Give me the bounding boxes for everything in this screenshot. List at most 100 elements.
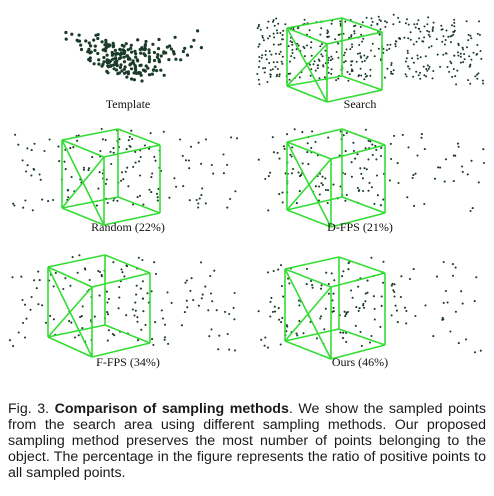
point (363, 167, 366, 170)
point (291, 146, 294, 149)
point (257, 25, 260, 28)
point (409, 38, 412, 41)
point (181, 154, 184, 157)
point (129, 67, 134, 71)
point (266, 26, 269, 29)
point (454, 310, 457, 313)
point (439, 65, 442, 68)
point (449, 60, 452, 63)
point (453, 54, 456, 57)
point-cloud-template (64, 29, 203, 83)
point (456, 142, 460, 145)
point (267, 209, 270, 212)
point (182, 185, 185, 188)
point (422, 65, 425, 68)
point (470, 58, 473, 61)
point (173, 177, 176, 180)
point (136, 316, 139, 319)
point (399, 295, 402, 299)
point (261, 36, 264, 39)
point (354, 324, 357, 327)
point (105, 45, 109, 49)
point (480, 57, 483, 60)
point (257, 66, 260, 68)
point (38, 173, 41, 176)
point (350, 289, 353, 292)
point (184, 281, 187, 284)
point (449, 41, 452, 44)
point (396, 321, 399, 324)
point (379, 204, 382, 207)
point (204, 138, 208, 141)
point (453, 25, 456, 28)
point (126, 166, 129, 169)
point (166, 291, 169, 294)
point (320, 43, 323, 46)
point (110, 53, 114, 57)
point (347, 268, 350, 271)
point (350, 34, 353, 37)
point (327, 282, 330, 286)
point (321, 175, 324, 178)
point (474, 75, 477, 78)
point (271, 136, 274, 139)
point (358, 74, 360, 77)
point (320, 53, 323, 56)
point (365, 168, 368, 171)
point (33, 168, 36, 171)
point (257, 158, 260, 161)
point (388, 179, 391, 182)
point (154, 272, 158, 276)
point (258, 43, 261, 46)
point (174, 57, 178, 61)
point (390, 72, 393, 75)
point (343, 54, 345, 57)
point (111, 332, 114, 336)
point (276, 32, 279, 35)
point (297, 171, 300, 174)
point (270, 296, 273, 299)
point (425, 75, 428, 78)
point (365, 75, 367, 78)
point (80, 315, 83, 318)
point (155, 69, 159, 73)
point (386, 43, 389, 46)
point (318, 193, 321, 196)
panel-label-random: Random (22%) (91, 220, 165, 234)
point (277, 22, 280, 25)
point (362, 306, 366, 309)
point (393, 290, 396, 294)
point (297, 44, 300, 47)
point (281, 201, 284, 204)
point (269, 75, 272, 78)
point (162, 50, 166, 54)
point (78, 254, 81, 257)
point (478, 20, 480, 23)
point (361, 177, 364, 180)
point (280, 284, 283, 288)
point (356, 186, 359, 190)
point (417, 27, 420, 30)
point (189, 45, 193, 49)
point (311, 284, 314, 287)
point (113, 48, 117, 53)
point (416, 54, 419, 57)
point (463, 58, 466, 61)
point (303, 18, 306, 21)
point (412, 43, 415, 46)
point (154, 159, 157, 162)
point (57, 145, 60, 148)
point (329, 59, 332, 62)
point (144, 39, 148, 44)
point (81, 327, 84, 330)
point (359, 330, 362, 333)
point (256, 73, 259, 75)
point (444, 289, 447, 293)
point (326, 35, 329, 38)
point (64, 30, 68, 35)
point (351, 43, 353, 46)
point (267, 37, 270, 40)
point (69, 147, 72, 150)
panel-label-search: Search (344, 97, 377, 111)
point (451, 263, 454, 266)
